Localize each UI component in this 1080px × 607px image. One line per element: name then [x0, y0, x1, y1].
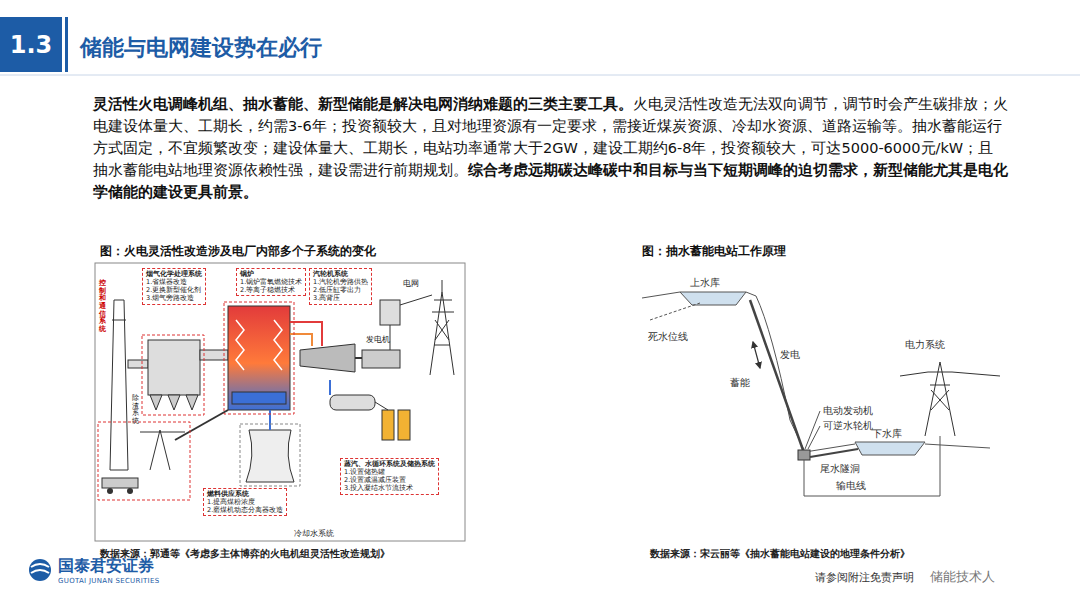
box-item: 1.提高煤粉浓度 [207, 498, 283, 506]
box-item: 1.省煤器改造 [146, 278, 202, 286]
figure-caption: 图：火电灵活性改造涉及电厂内部多个子系统的变化 [100, 243, 376, 260]
subsystem-box: 烟气化学处理系统1.省煤器改造2.更换新型催化剂3.烟气旁路改造 [142, 268, 206, 305]
box-item: 3.投入凝结水节流技术 [344, 484, 435, 492]
part-label: 蓄能 [730, 376, 750, 390]
disclaimer-note: 请参阅附注免责声明 [815, 570, 914, 585]
box-heading: 汽轮机系统 [313, 270, 368, 278]
box-item: 2.设置减温减压装置 [344, 476, 435, 484]
logo-icon [29, 559, 51, 581]
part-label: 死水位线 [648, 330, 688, 344]
slide-title: 储能与电网建设势在必行 [80, 33, 322, 63]
part-label: 电动发动机 [823, 404, 873, 418]
power-plant-figure [95, 263, 465, 541]
header-rule [0, 75, 1080, 76]
subsystem-label: 除渣系统 [132, 395, 139, 426]
subsystem-box: 蒸汽、水循环系统及储热系统1.设置储热罐2.设置减温减压装置3.投入凝结水节流技… [340, 458, 439, 495]
pumped-storage-figure [642, 292, 1000, 496]
part-label: 尾水隧洞 [820, 462, 860, 476]
box-heading: 燃料供应系统 [207, 490, 283, 498]
box-item: 1.汽轮机旁路供热 [313, 278, 368, 286]
box-item: 1.锅炉富氧燃烧技术 [240, 278, 302, 286]
intro-lead: 灵活性火电调峰机组、抽水蓄能、新型储能是解决电网消纳难题的三类主要工具。 [93, 96, 633, 112]
generator-label: 发电机 [366, 334, 390, 345]
box-heading: 烟气化学处理系统 [146, 270, 202, 278]
grid-label: 电网 [403, 278, 419, 289]
source-note: 数据来源：宋云丽等《抽水蓄能电站建设的地理条件分析》 [650, 547, 910, 561]
intro-paragraph: 灵活性火电调峰机组、抽水蓄能、新型储能是解决电网消纳难题的三类主要工具。火电灵活… [93, 93, 1008, 203]
company-name: 国泰君安证券 [58, 556, 154, 577]
part-label: 下水库 [872, 427, 902, 441]
part-label: 输电线 [836, 479, 866, 493]
subsystem-label: 冷却水系统 [294, 528, 334, 539]
subsystem-box: 汽轮机系统1.汽轮机旁路供热2.低压缸零出力3.高背压 [309, 268, 372, 305]
subsystem-label: 控制和通信系统 [99, 280, 106, 334]
part-label: 发电 [780, 348, 800, 362]
box-item: 2.等离子稳燃技术 [240, 286, 302, 294]
subsystem-box: 燃料供应系统1.提高煤粉浓度2.磨煤机动态分离器改造 [203, 488, 287, 516]
part-label: 可逆水轮机 [823, 419, 873, 433]
box-item: 2.磨煤机动态分离器改造 [207, 506, 283, 514]
box-heading: 锅炉 [240, 270, 302, 278]
box-item: 3.烟气旁路改造 [146, 294, 202, 302]
box-item: 1.设置储热罐 [344, 468, 435, 476]
company-name-en: GUOTAI JUNAN SECURITIES [58, 577, 159, 585]
box-item: 2.低压缸零出力 [313, 286, 368, 294]
box-heading: 1.3 [10, 31, 53, 59]
box-item: 3.高背压 [313, 294, 368, 302]
section-badge: 1.3 [0, 17, 62, 72]
watermark: 储能技术人 [930, 568, 995, 586]
figure-caption: 图：抽水蓄能电站工作原理 [642, 243, 786, 260]
subsystem-box: 锅炉1.锅炉富氧燃烧技术2.等离子稳燃技术 [236, 268, 306, 296]
box-heading: 蒸汽、水循环系统及储热系统 [344, 460, 435, 468]
part-label: 电力系统 [905, 338, 945, 352]
part-label: 上水库 [690, 276, 720, 290]
header-bar [65, 17, 68, 72]
box-item: 2.更换新型催化剂 [146, 286, 202, 294]
